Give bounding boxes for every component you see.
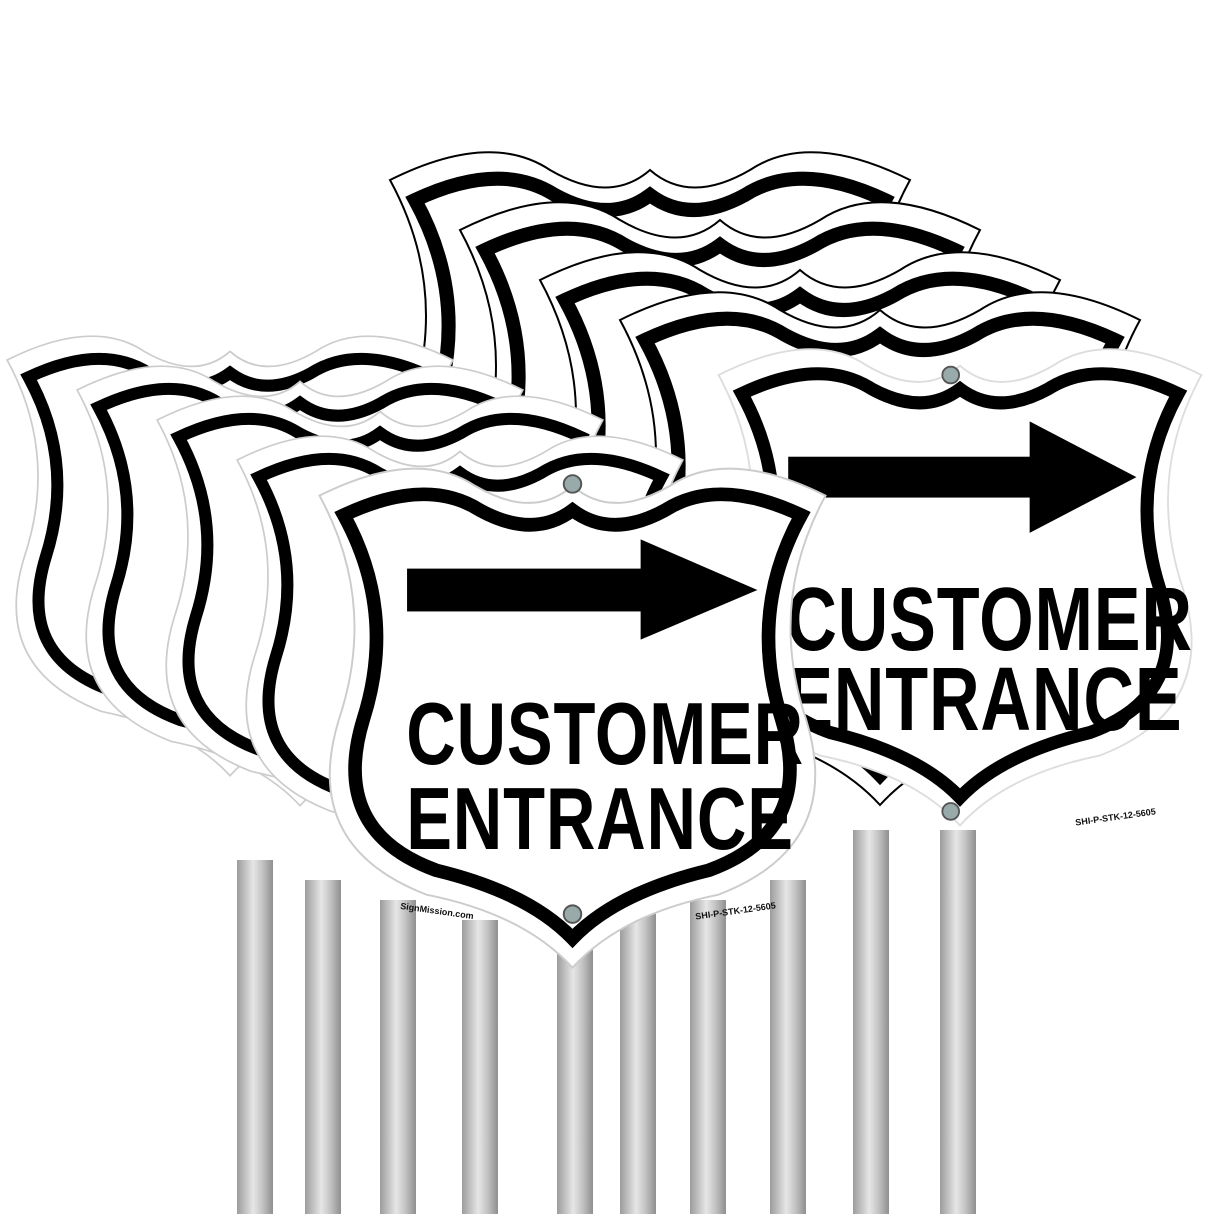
right-arrow-icon — [407, 539, 758, 640]
stake — [620, 900, 656, 1214]
stake — [380, 900, 416, 1214]
stake — [940, 830, 976, 1214]
stake — [690, 900, 726, 1214]
stake — [770, 880, 806, 1214]
stake — [305, 880, 341, 1214]
sign-line-2: ENTRANCE — [786, 650, 1183, 750]
shield-sign-right: CUSTOMER ENTRANCE SHI-P-STK-12-5605 — [700, 290, 1214, 850]
sign-line-1: CUSTOMER — [406, 684, 804, 783]
shield-sign-front: CUSTOMER ENTRANCE SignMission.com SHI-P-… — [300, 420, 845, 980]
right-arrow-icon — [788, 421, 1137, 533]
stake — [853, 830, 889, 1214]
stake — [237, 860, 273, 1214]
sign-line-2: ENTRANCE — [406, 769, 794, 868]
stake — [557, 940, 593, 1214]
stake — [462, 920, 498, 1214]
